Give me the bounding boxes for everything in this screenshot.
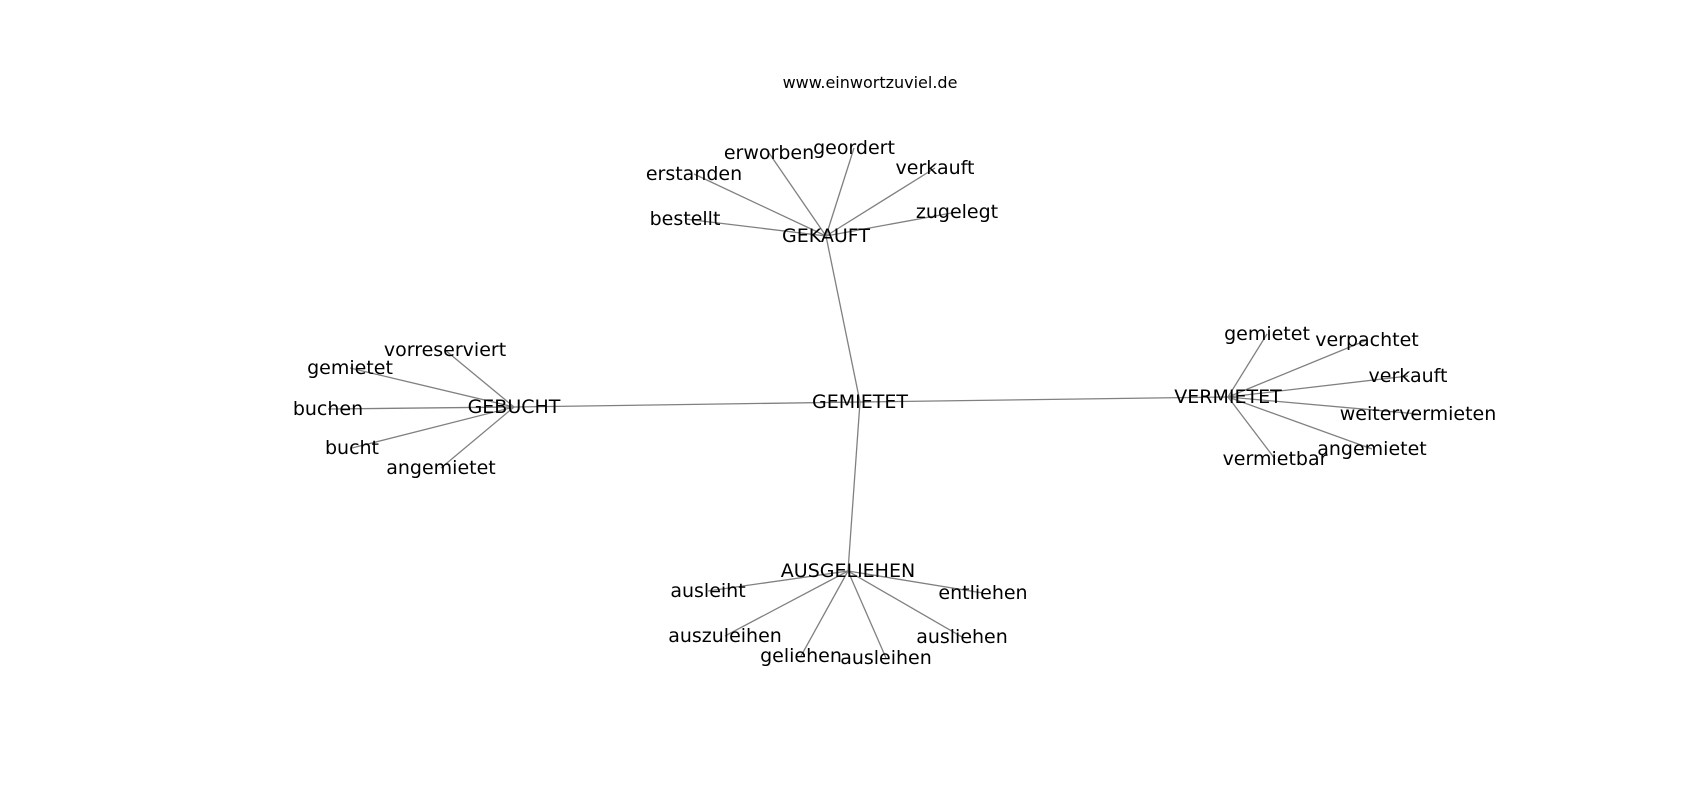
edge-hub-to-word <box>1227 396 1276 460</box>
edge-hub-to-word <box>825 167 936 237</box>
edge-hub-to-word <box>707 570 849 592</box>
word-node-label: verkauft <box>896 157 975 179</box>
edge-hub-to-word <box>825 147 855 237</box>
edges-layer <box>327 147 1419 659</box>
edge-hub-to-word <box>768 152 827 237</box>
edge-hub-to-word <box>1227 396 1373 450</box>
word-node-label: ausleihen <box>840 647 932 669</box>
word-node-label: verkauft <box>1369 365 1448 387</box>
hub-node-label: GEKAUFT <box>782 225 870 247</box>
word-node-label: vorreserviert <box>384 339 506 361</box>
edge-hub-to-word <box>684 218 827 237</box>
edge-center-to-hub <box>825 235 861 403</box>
hub-node-label: AUSGELIEHEN <box>781 560 915 582</box>
edge-hub-to-word <box>847 570 963 638</box>
edge-hub-to-word <box>1227 339 1368 398</box>
edge-center-to-hub <box>513 401 861 408</box>
edge-hub-to-word <box>1227 375 1409 398</box>
word-node-label: bestellt <box>650 208 721 230</box>
edge-hub-to-word <box>825 211 958 237</box>
word-node-label: verpachtet <box>1315 329 1419 351</box>
center-node-label: GEMIETET <box>812 391 908 413</box>
edge-hub-to-word <box>351 406 515 449</box>
edge-hub-to-word <box>847 570 887 659</box>
word-node-label: angemietet <box>386 457 496 479</box>
word-node-label: buchen <box>293 398 363 420</box>
word-node-label: ausliehen <box>916 626 1008 648</box>
word-node-label: geordert <box>813 137 895 159</box>
word-node-label: gemietet <box>307 357 393 379</box>
edge-hub-to-word <box>327 406 515 410</box>
word-node-label: auszuleihen <box>668 625 782 647</box>
edge-hub-to-word <box>724 570 849 637</box>
word-node-label: gemietet <box>1224 323 1310 345</box>
word-node-label: zugelegt <box>916 201 998 223</box>
edge-center-to-hub <box>847 401 861 572</box>
word-node-label: erworben <box>724 142 814 164</box>
word-node-label: ausleiht <box>670 580 745 602</box>
edge-hub-to-word <box>693 173 827 237</box>
edge-hub-to-word <box>349 367 515 408</box>
edge-hub-to-word <box>1227 333 1268 398</box>
word-node-label: erstanden <box>646 163 742 185</box>
edge-center-to-hub <box>859 396 1229 403</box>
source-label: www.einwortzuviel.de <box>783 73 958 92</box>
labels-layer: www.einwortzuviel.de GEMIETET GEKAUFT best… <box>293 73 1496 669</box>
word-node-label: bucht <box>325 437 379 459</box>
word-node-label: weitervermieten <box>1340 403 1497 425</box>
edge-hub-to-word <box>440 406 515 469</box>
edge-hub-to-word <box>1227 396 1419 415</box>
word-node-label: entliehen <box>938 582 1027 604</box>
edge-hub-to-word <box>847 570 984 594</box>
word-node-label: geliehen <box>760 645 842 667</box>
edge-hub-to-word <box>444 349 515 408</box>
hub-node-label: VERMIETET <box>1174 386 1282 408</box>
word-node-label: vermietbar <box>1223 448 1328 470</box>
hub-node-label: GEBUCHT <box>468 396 561 418</box>
edge-hub-to-word <box>800 570 849 657</box>
word-node-label: angemietet <box>1317 438 1427 460</box>
